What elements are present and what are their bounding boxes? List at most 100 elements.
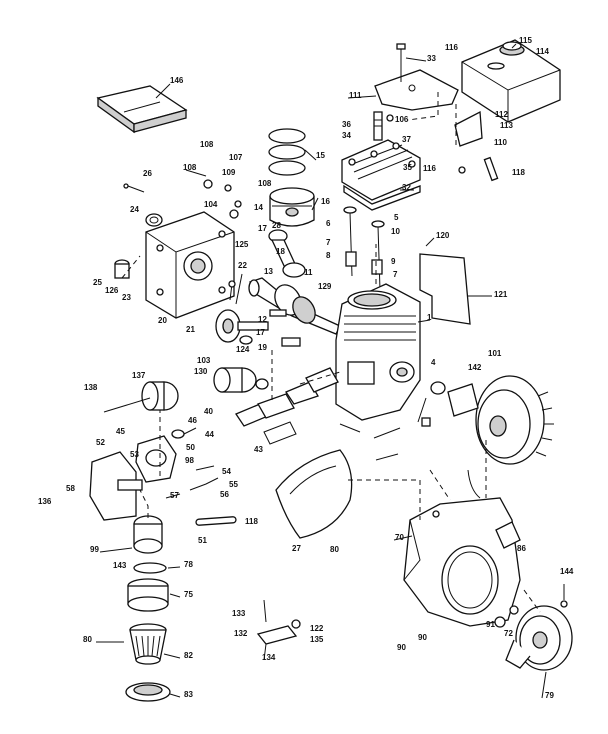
tank-support-part (454, 110, 483, 147)
callout-c137: 137 (132, 371, 146, 380)
callout-c7b: 7 (393, 270, 398, 279)
callout-c120: 120 (436, 231, 450, 240)
callout-c112: 112 (495, 110, 508, 119)
callout-c6: 6 (326, 219, 331, 228)
ignition-module-part (447, 383, 479, 417)
callout-c27: 27 (292, 544, 301, 553)
deflector-shield-part (275, 449, 353, 539)
callout-c55: 55 (229, 480, 238, 489)
callout-c26: 26 (143, 169, 152, 178)
callout-c146: 146 (170, 76, 184, 85)
callout-c24: 24 (130, 205, 139, 214)
callout-c54: 54 (222, 467, 231, 476)
throttle-linkage-part (165, 465, 219, 499)
callout-c90: 90 (418, 633, 427, 642)
crankshaft-part (248, 277, 341, 335)
callout-c51: 51 (198, 536, 207, 545)
callout-c40: 40 (204, 407, 213, 416)
connecting-rod-part (268, 229, 306, 278)
callout-c8: 8 (326, 251, 331, 260)
muffler-part (103, 381, 179, 413)
callout-c136: 136 (38, 497, 52, 506)
assembly-leader-lines (121, 92, 541, 613)
callout-c142: 142 (468, 363, 482, 372)
tank-bracket-part (374, 43, 459, 111)
callout-c113: 113 (500, 121, 513, 130)
callout-c118b: 118 (245, 517, 258, 526)
callout-c101: 101 (488, 349, 502, 358)
callout-c118: 118 (512, 168, 525, 177)
callout-c109: 109 (222, 168, 236, 177)
callout-c58: 58 (66, 484, 75, 493)
piston-rings-part (268, 128, 317, 176)
callout-c17b: 17 (256, 328, 265, 337)
callout-c35: 35 (403, 163, 412, 172)
float-bowl-part (99, 515, 163, 554)
callout-c144: 144 (560, 567, 574, 576)
callout-c80: 80 (83, 635, 92, 644)
callout-c70: 70 (395, 533, 404, 542)
callout-c108b: 108 (183, 163, 197, 172)
callout-c98: 98 (185, 456, 194, 465)
callout-c79: 79 (545, 691, 554, 700)
owner-manual-part (96, 85, 188, 134)
callout-c32: 32 (402, 183, 411, 192)
callout-c12: 12 (258, 315, 267, 324)
callout-c99: 99 (90, 545, 99, 554)
intake-elbow-part (213, 367, 269, 393)
callout-c33: 33 (427, 54, 436, 63)
callout-c4: 4 (431, 358, 436, 367)
callout-c19: 19 (258, 343, 267, 352)
callout-c13: 13 (264, 267, 273, 276)
callout-c133: 133 (232, 609, 246, 618)
blower-bracket-part (495, 521, 521, 549)
callout-c75: 75 (184, 590, 193, 599)
fuel-hose-part (195, 516, 237, 526)
oil-fill-plug-part (114, 259, 130, 279)
callout-c53: 53 (130, 450, 139, 459)
callout-c18: 18 (276, 247, 285, 256)
callout-c111: 111 (349, 91, 362, 100)
callout-c103: 103 (197, 356, 211, 365)
piston-part (269, 187, 315, 227)
callout-c107: 107 (229, 153, 243, 162)
callout-c90b: 90 (397, 643, 406, 652)
starter-screw-part (509, 605, 519, 615)
valves-part (343, 206, 385, 291)
fuel-line-part (483, 156, 499, 182)
cylinder-head-part (341, 139, 421, 211)
callout-c7: 7 (326, 238, 331, 247)
callout-c106: 106 (395, 115, 409, 124)
callout-c10: 10 (391, 227, 400, 236)
callout-c16: 16 (321, 197, 330, 206)
callout-c86: 86 (517, 544, 526, 553)
callout-c21: 21 (186, 325, 195, 334)
callout-c83: 83 (184, 690, 193, 699)
callout-c50: 50 (186, 443, 195, 452)
callout-c22: 22 (238, 261, 247, 270)
callout-c135: 135 (310, 635, 324, 644)
callout-c28: 28 (272, 221, 281, 230)
callout-c34: 34 (342, 131, 351, 140)
crankcase-cover-part (145, 211, 235, 319)
callout-c9: 9 (391, 257, 396, 266)
callout-c134: 134 (262, 653, 276, 662)
callout-c36: 36 (342, 120, 351, 129)
callout-c110: 110 (494, 138, 507, 147)
flywheel-part (475, 375, 554, 465)
callout-c108c: 108 (258, 179, 272, 188)
callout-c5: 5 (394, 213, 399, 222)
tappets-part (239, 309, 301, 347)
hardware-part (123, 114, 466, 461)
callout-c15: 15 (316, 151, 325, 160)
callout-c78: 78 (184, 560, 193, 569)
air-baffle-part (419, 253, 471, 325)
cylinder-block-part (335, 283, 421, 421)
callout-c14: 14 (254, 203, 263, 212)
intake-gaskets-part (235, 367, 339, 445)
callout-c56: 56 (220, 490, 229, 499)
callout-c17: 17 (258, 224, 267, 233)
callout-c57: 57 (170, 491, 179, 500)
callout-c143: 143 (113, 561, 127, 570)
blower-housing-part (403, 497, 521, 627)
